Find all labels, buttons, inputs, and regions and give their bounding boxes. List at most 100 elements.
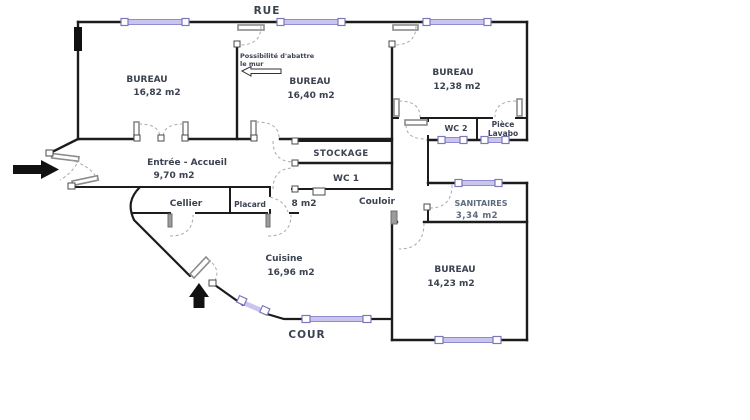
door-arc <box>269 196 289 213</box>
room-label-couloir: Couloir <box>359 197 396 207</box>
room-area-bureau-3: 12,38 m2 <box>433 82 480 92</box>
door-arc <box>393 25 417 46</box>
window-bureau3 <box>426 19 488 25</box>
entrance-door-leaf <box>71 174 100 187</box>
demolish-note-line1: Possibilité d'abattre <box>240 52 315 60</box>
door-arc <box>398 100 421 118</box>
wc2-door-leaf <box>404 119 428 126</box>
window-end <box>422 17 431 27</box>
door-arc <box>267 214 292 237</box>
door-post <box>291 185 299 193</box>
room-label-bureau-1: BUREAU <box>126 75 167 85</box>
room-label-wc2: WC 2 <box>444 124 467 133</box>
door-arc <box>138 123 161 139</box>
arrows <box>13 65 282 308</box>
window-bureau1 <box>124 19 186 25</box>
door-post <box>291 137 299 145</box>
demolish-wall-arrow-icon <box>240 65 282 77</box>
window-end <box>480 135 489 145</box>
room-label-stockage: STOCKAGE <box>313 149 368 159</box>
room-label-lavabo-line2: Lavabo <box>488 129 518 138</box>
door-post <box>45 149 54 157</box>
window-end <box>494 178 503 188</box>
door-post <box>67 182 76 190</box>
bureau2-3-door-leaf <box>392 24 419 31</box>
courtyard-label: COUR <box>288 329 325 341</box>
bureau4-door-leaf <box>390 210 398 225</box>
hall-door-leaf <box>265 213 271 228</box>
cuisine-exterior-door-leaf <box>188 255 212 280</box>
door-arc <box>398 222 425 250</box>
window-end <box>337 17 346 27</box>
door-arc <box>272 167 295 190</box>
window-bureau2 <box>280 19 342 25</box>
room-area-bureau-2: 16,40 m2 <box>287 91 334 101</box>
window-end <box>454 178 463 188</box>
door-arc <box>272 140 295 163</box>
windows <box>120 17 510 345</box>
door-arc <box>59 158 80 181</box>
room-label-placard: Placard <box>234 200 266 209</box>
room-label-cuisine: Cuisine <box>265 254 302 264</box>
window-end <box>181 17 190 27</box>
window-end <box>362 314 372 324</box>
window-end <box>459 135 468 145</box>
room-label-sanitaires: SANITAIRES <box>454 199 507 208</box>
door-arc <box>494 100 517 118</box>
lavabo-door-leaf <box>516 98 523 117</box>
room-label-bureau-2: BUREAU <box>289 77 330 87</box>
door-arc <box>405 124 427 140</box>
door-arc <box>255 121 280 139</box>
hall-area-label: 8 m2 <box>291 199 316 209</box>
window-end <box>235 294 248 307</box>
radiator-mark <box>74 27 82 51</box>
door-arc <box>169 214 194 237</box>
door-post <box>157 134 165 142</box>
demolish-note-line2: le mur <box>240 60 264 68</box>
room-label-bureau-3: BUREAU <box>432 68 473 78</box>
door-arc <box>429 184 453 209</box>
room-label-bureau-4: BUREAU <box>434 265 475 275</box>
entree-chamfer-wall <box>48 137 80 155</box>
cuisine-west-curved-wall <box>129 185 192 278</box>
door-post <box>233 40 241 48</box>
door-post <box>250 134 258 142</box>
room-area-bureau-1: 16,82 m2 <box>133 88 180 98</box>
bureau3-door-leaf <box>393 98 400 117</box>
room-label-lavabo-line1: Pièce <box>492 120 515 129</box>
cellier-door-leaf <box>167 213 173 228</box>
window-end <box>434 335 444 345</box>
room-label-entree: Entrée - Accueil <box>147 157 227 168</box>
room-area-entree: 9,70 m2 <box>154 171 195 181</box>
wc1-threshold <box>312 187 326 196</box>
doors <box>45 24 523 287</box>
entrance-door-leaf <box>50 152 80 163</box>
door-post <box>388 40 396 48</box>
labels: RUE COUR BUREAU 16,82 m2 BUREAU 16,40 m2… <box>126 5 518 341</box>
room-area-sanitaires: 3,34 m2 <box>456 211 498 221</box>
room-label-cellier: Cellier <box>170 199 203 209</box>
window-end <box>492 335 502 345</box>
door-post <box>181 134 189 142</box>
entrance-arrow-icon <box>13 160 59 179</box>
door-post <box>291 159 299 167</box>
door-arc <box>239 25 262 46</box>
door-arc <box>70 159 99 182</box>
window-end <box>276 17 285 27</box>
door-post <box>208 279 217 287</box>
bureau1-2-door-leaf <box>237 24 265 31</box>
street-label: RUE <box>254 5 281 17</box>
room-area-bureau-4: 14,23 m2 <box>427 279 474 289</box>
window-end <box>437 135 446 145</box>
courtyard-entrance-arrow-icon <box>189 283 209 308</box>
door-post <box>423 203 431 211</box>
room-area-cuisine: 16,96 m2 <box>267 268 314 278</box>
door-post <box>133 134 141 142</box>
window-cuisine-south <box>307 316 367 322</box>
window-end <box>301 314 311 324</box>
door-arc <box>162 123 184 139</box>
window-sanitaires <box>459 180 499 186</box>
window-bureau4 <box>440 337 497 343</box>
room-label-wc1: WC 1 <box>333 174 359 184</box>
